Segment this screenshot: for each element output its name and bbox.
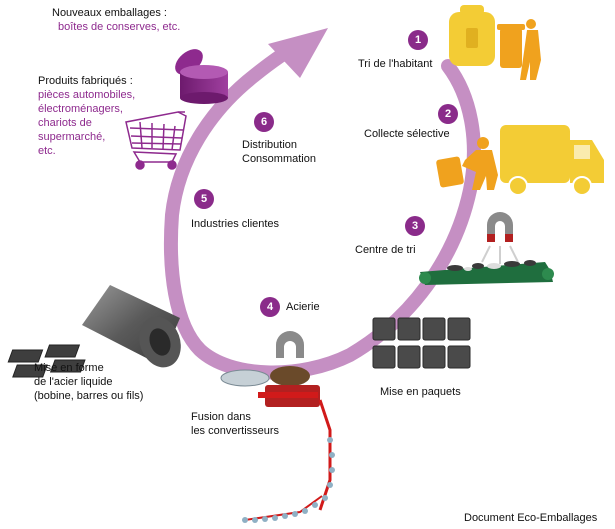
step-6-label: Distribution bbox=[242, 139, 298, 151]
products-item: supermarché, bbox=[38, 131, 106, 143]
forming-label-line3: (bobine, barres ou fils) bbox=[34, 390, 144, 402]
step-6-label-2: Consommation bbox=[242, 153, 316, 165]
products-item: électroménagers, bbox=[38, 103, 123, 115]
step-3-badge: 3 bbox=[405, 216, 425, 236]
steel-coil-icon bbox=[7, 285, 181, 378]
collection-truck-icon bbox=[436, 125, 604, 196]
new-packaging-subtitle: boîtes de conserves, etc. bbox=[58, 21, 181, 33]
step-6-badge: 6 bbox=[254, 112, 274, 132]
shopping-cart-icon bbox=[125, 111, 187, 170]
fusion-label-line2: les convertisseurs bbox=[191, 425, 280, 437]
forming-label-line2: de l'acier liquide bbox=[34, 376, 113, 388]
new-packaging-title: Nouveaux emballages : bbox=[52, 7, 167, 19]
credit-text: Document Eco-Emballages bbox=[464, 512, 598, 524]
arrow-head bbox=[268, 28, 328, 78]
packets-label: Mise en paquets bbox=[380, 386, 461, 398]
products-item: etc. bbox=[38, 145, 56, 157]
rolling-mill-icon bbox=[242, 437, 335, 523]
conveyor-belt-icon bbox=[419, 260, 554, 285]
step-5-badge: 5 bbox=[194, 189, 214, 209]
tin-can-icon bbox=[175, 49, 228, 104]
step-2-label: Collecte sélective bbox=[364, 128, 450, 140]
step-4-badge: 4 bbox=[260, 297, 280, 317]
magnet-icon bbox=[481, 212, 519, 264]
fusion-label-line1: Fusion dans bbox=[191, 411, 251, 423]
products-item: chariots de bbox=[38, 117, 92, 129]
step-2-badge: 2 bbox=[438, 104, 458, 124]
step-1-label: Tri de l'habitant bbox=[358, 58, 433, 70]
products-title: Produits fabriqués : bbox=[38, 75, 133, 87]
products-item: pièces automobiles, bbox=[38, 89, 136, 101]
scrap-bales-icon bbox=[372, 317, 471, 369]
products-list: pièces automobiles, électroménagers, cha… bbox=[38, 88, 135, 158]
forming-label-line1: Mise en forme bbox=[34, 362, 104, 374]
cycle-arrow bbox=[163, 28, 481, 380]
step-1-badge: 1 bbox=[408, 30, 428, 50]
trash-bins-icon bbox=[449, 5, 541, 80]
step-3-label: Centre de tri bbox=[355, 244, 416, 256]
step-5-label: Industries clientes bbox=[191, 218, 280, 230]
step-4-label: Acierie bbox=[286, 301, 320, 313]
